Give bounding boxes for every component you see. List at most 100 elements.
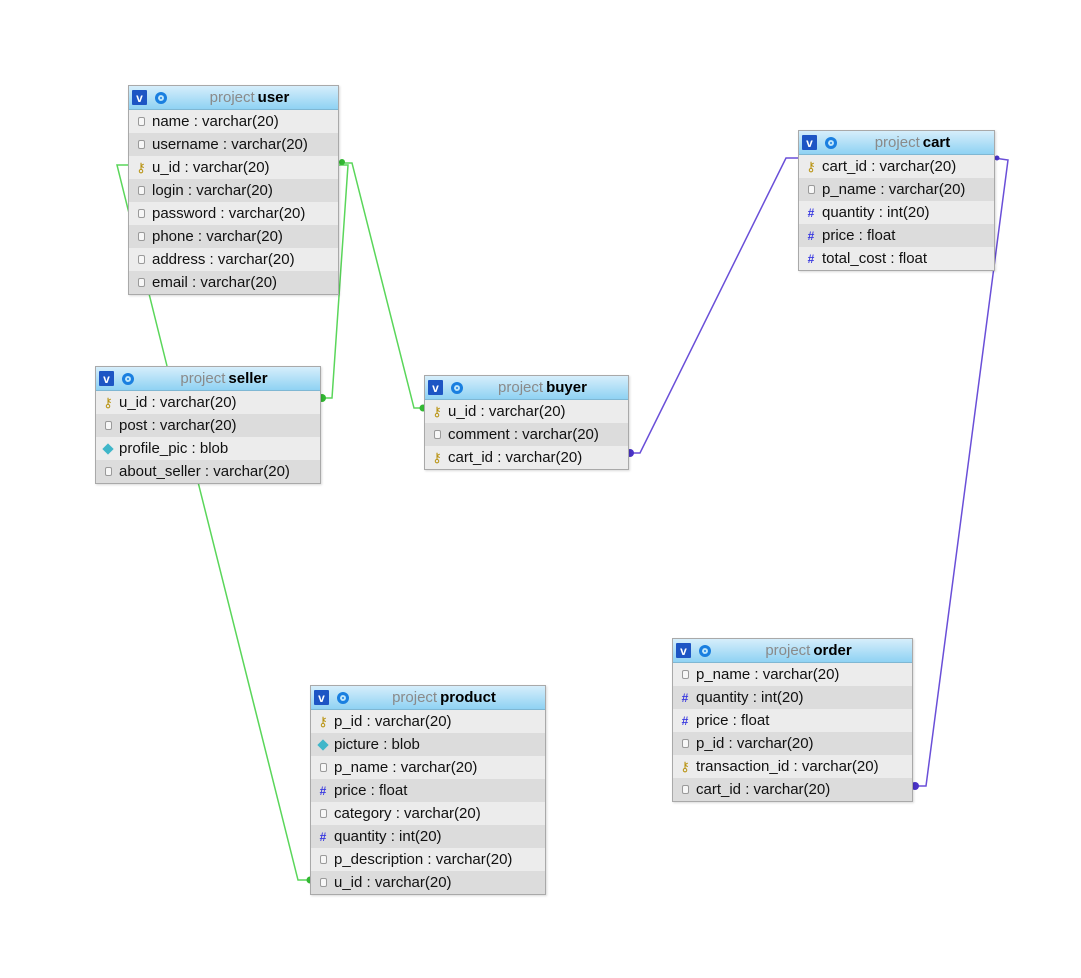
table-column-row[interactable]: p_id : varchar(20) bbox=[673, 732, 912, 755]
text-field-icon bbox=[135, 117, 147, 126]
column-label: password : varchar(20) bbox=[152, 205, 306, 222]
blob-icon bbox=[317, 738, 329, 751]
toggle-columns-button[interactable]: v bbox=[99, 371, 114, 386]
table-column-row[interactable]: about_seller : varchar(20) bbox=[96, 460, 320, 483]
text-field-icon bbox=[317, 855, 329, 864]
column-label: price : float bbox=[822, 227, 896, 244]
table-column-row[interactable]: ⚷u_id : varchar(20) bbox=[129, 156, 338, 179]
gear-icon[interactable] bbox=[155, 91, 167, 104]
table-column-row[interactable]: #price : float bbox=[673, 709, 912, 732]
table-column-row[interactable]: post : varchar(20) bbox=[96, 414, 320, 437]
number-icon: # bbox=[807, 228, 815, 243]
table-column-row[interactable]: #quantity : int(20) bbox=[799, 201, 994, 224]
table-column-row[interactable]: p_name : varchar(20) bbox=[673, 663, 912, 686]
table-name: product bbox=[440, 689, 496, 706]
table-column-row[interactable]: picture : blob bbox=[311, 733, 545, 756]
table-column-row[interactable]: p_name : varchar(20) bbox=[311, 756, 545, 779]
table-column-row[interactable]: #quantity : int(20) bbox=[673, 686, 912, 709]
table-column-row[interactable]: # price : float bbox=[799, 224, 994, 247]
table-column-row[interactable]: phone : varchar(20) bbox=[129, 225, 338, 248]
relation-buyer-cart[interactable] bbox=[627, 157, 799, 454]
table-column-row[interactable]: u_id : varchar(20) bbox=[311, 871, 545, 894]
relation-seller-product[interactable] bbox=[197, 481, 311, 881]
table-column-row[interactable]: profile_pic : blob bbox=[96, 437, 320, 460]
table-column-row[interactable]: email : varchar(20) bbox=[129, 271, 338, 294]
table-name: cart bbox=[922, 134, 951, 151]
table-column-row[interactable]: #quantity : int(20) bbox=[311, 825, 545, 848]
table-column-row[interactable]: ⚷ u_id : varchar(20) bbox=[425, 400, 628, 423]
column-label: u_id : varchar(20) bbox=[152, 159, 270, 176]
table-column-row[interactable]: name : varchar(20) bbox=[129, 110, 338, 133]
table-column-row[interactable]: login : varchar(20) bbox=[129, 179, 338, 202]
table-db-prefix: project bbox=[209, 89, 255, 106]
key-icon: ⚷ bbox=[103, 394, 113, 410]
text-field-icon bbox=[102, 467, 114, 476]
table-column-row[interactable]: p_description : varchar(20) bbox=[311, 848, 545, 871]
key-icon: ⚷ bbox=[318, 713, 328, 729]
table-column-row[interactable]: username : varchar(20) bbox=[129, 133, 338, 156]
text-field-icon bbox=[102, 421, 114, 430]
column-label: email : varchar(20) bbox=[152, 274, 278, 291]
table-column-row[interactable]: ⚷cart_id : varchar(20) bbox=[799, 155, 994, 178]
key-icon: ⚷ bbox=[680, 758, 690, 774]
table-column-row[interactable]: #total_cost : float bbox=[799, 247, 994, 270]
column-label: p_description : varchar(20) bbox=[334, 851, 513, 868]
column-label: price : float bbox=[696, 712, 770, 729]
table-db-prefix: project bbox=[498, 379, 544, 396]
blob-icon bbox=[102, 442, 114, 455]
toggle-columns-button[interactable]: v bbox=[314, 690, 329, 705]
table-column-row[interactable]: ⚷cart_id : varchar(20) bbox=[425, 446, 628, 469]
table-column-row[interactable]: ⚷ u_id : varchar(20) bbox=[96, 391, 320, 414]
gear-icon[interactable] bbox=[699, 644, 711, 657]
column-label: name : varchar(20) bbox=[152, 113, 279, 130]
column-label: u_id : varchar(20) bbox=[448, 403, 566, 420]
number-icon: # bbox=[319, 783, 327, 798]
table-column-row[interactable]: address : varchar(20) bbox=[129, 248, 338, 271]
toggle-columns-button[interactable]: v bbox=[802, 135, 817, 150]
gear-icon[interactable] bbox=[122, 372, 134, 385]
column-label: u_id : varchar(20) bbox=[119, 394, 237, 411]
relation-user-buyer[interactable] bbox=[338, 162, 425, 409]
key-icon: ⚷ bbox=[432, 403, 442, 419]
column-label: u_id : varchar(20) bbox=[334, 874, 452, 891]
table-name: buyer bbox=[546, 379, 587, 396]
gear-icon[interactable] bbox=[825, 136, 837, 149]
table-name: order bbox=[813, 642, 852, 659]
table-column-row[interactable]: cart_id : varchar(20) bbox=[673, 778, 912, 801]
table-column-row[interactable]: p_name : varchar(20) bbox=[799, 178, 994, 201]
table-column-row[interactable]: ⚷p_id : varchar(20) bbox=[311, 710, 545, 733]
gear-icon[interactable] bbox=[337, 691, 349, 704]
table-column-row[interactable]: comment : varchar(20) bbox=[425, 423, 628, 446]
table-column-row[interactable]: ⚷transaction_id : varchar(20) bbox=[673, 755, 912, 778]
column-label: address : varchar(20) bbox=[152, 251, 295, 268]
text-field-icon bbox=[317, 763, 329, 772]
column-label: username : varchar(20) bbox=[152, 136, 308, 153]
toggle-columns-button[interactable]: v bbox=[132, 90, 147, 105]
text-field-icon bbox=[135, 232, 147, 241]
toggle-columns-button[interactable]: v bbox=[676, 643, 691, 658]
table-db-prefix: project bbox=[180, 370, 226, 387]
number-icon: # bbox=[807, 205, 815, 220]
table-column-row[interactable]: password : varchar(20) bbox=[129, 202, 338, 225]
gear-icon[interactable] bbox=[451, 381, 463, 394]
table-name: seller bbox=[228, 370, 268, 387]
table-column-row[interactable]: category : varchar(20) bbox=[311, 802, 545, 825]
table-db-prefix: project bbox=[765, 642, 811, 659]
table-column-row[interactable]: #price : float bbox=[311, 779, 545, 802]
toggle-columns-button[interactable]: v bbox=[428, 380, 443, 395]
